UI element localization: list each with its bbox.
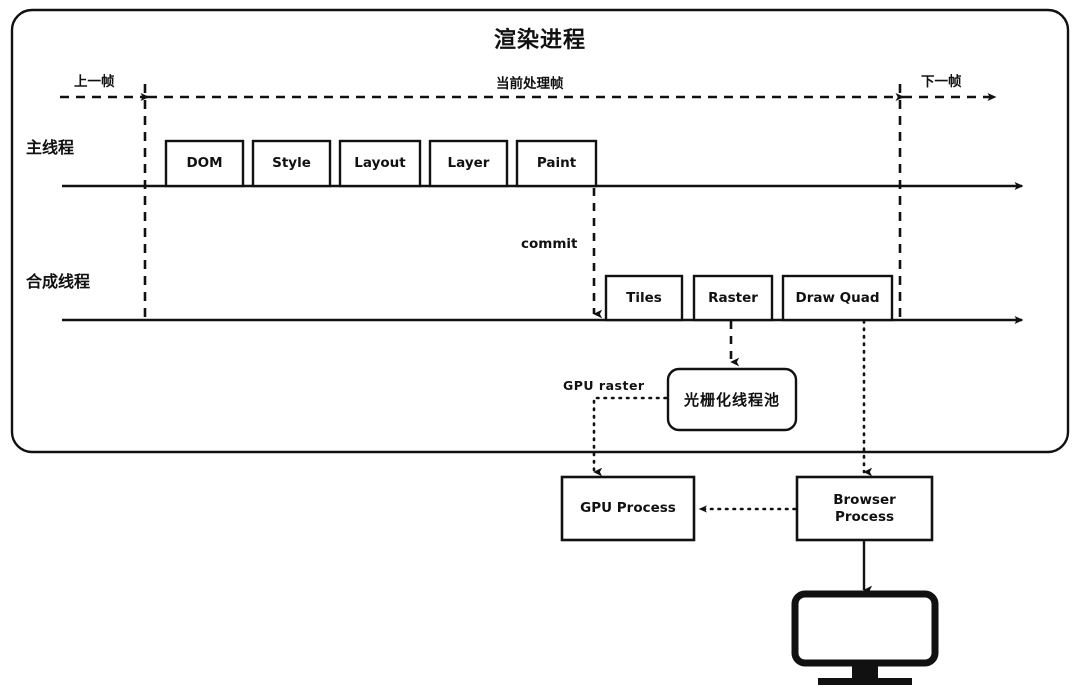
- stage-label-raster: Raster: [708, 289, 758, 306]
- stage-label-dom: DOM: [186, 155, 223, 172]
- page-title: 渲染进程: [493, 28, 586, 53]
- renderer-process-container: [10, 8, 1070, 454]
- raster-thread-pool-label: 光栅化线程池: [683, 390, 780, 409]
- stage-box-style: [251, 139, 332, 188]
- main-thread-label: 主线程: [26, 138, 75, 157]
- browser-process-box: [795, 475, 934, 542]
- gpu-process-box: [560, 475, 696, 542]
- gpu-process-label: GPU Process: [580, 500, 676, 517]
- stage-label-paint: Paint: [536, 155, 577, 172]
- raster-thread-pool-box: [666, 367, 798, 432]
- stage-label-layout: Layout: [354, 155, 406, 172]
- stage-box-paint: [515, 139, 598, 188]
- next-frame-label: 下一帧: [921, 74, 962, 90]
- stage-box-dom: [164, 139, 245, 188]
- stage-box-raster: [692, 274, 774, 322]
- stage-label-layer: Layer: [447, 155, 490, 172]
- stage-label-draw-quad: Draw Quad: [795, 289, 880, 306]
- previous-frame-label: 上一帧: [74, 74, 115, 90]
- stage-label-tiles: Tiles: [626, 289, 662, 306]
- stage-box-layout: [338, 139, 422, 188]
- compositor-thread-label: 合成线程: [26, 272, 90, 292]
- browser-process-label-line2: Process: [834, 508, 895, 525]
- stage-box-tiles: [604, 274, 684, 322]
- stage-box-draw-quad: [781, 274, 894, 322]
- gpu-raster-connector: [592, 396, 668, 477]
- display-monitor-icon: [791, 590, 939, 685]
- stage-label-style: Style: [272, 155, 311, 172]
- current-frame-label: 当前处理帧: [496, 76, 564, 92]
- commit-label: commit: [521, 236, 578, 252]
- gpu-raster-label: GPU raster: [563, 378, 645, 393]
- stage-box-layer: [428, 139, 509, 188]
- browser-process-label: Browser Process: [797, 477, 932, 540]
- browser-process-label-line1: Browser: [833, 492, 896, 509]
